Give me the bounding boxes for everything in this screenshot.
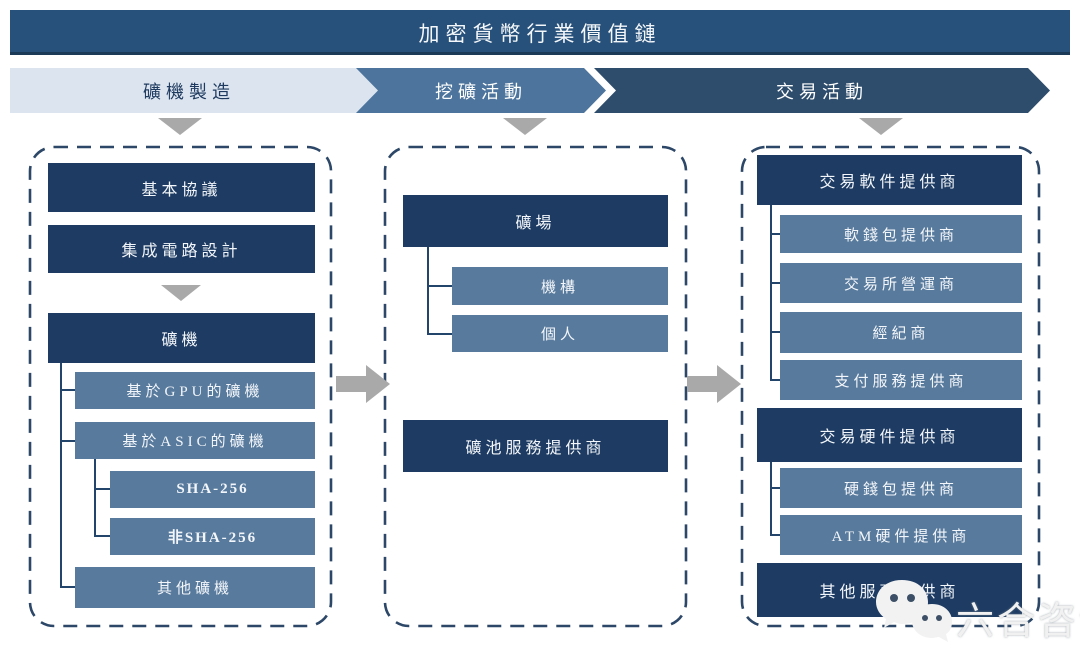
box-sha256: SHA-256 <box>110 471 315 508</box>
connector-line <box>94 535 111 537</box>
box-payment-service: 支付服務提供商 <box>780 360 1022 400</box>
box-basic-protocol: 基本協議 <box>48 163 315 212</box>
box-non-sha256: 非SHA-256 <box>110 518 315 555</box>
connector-line <box>94 488 111 490</box>
connector-line <box>60 586 76 588</box>
connector-line <box>94 459 96 537</box>
down-arrow-icon <box>161 285 201 301</box>
box-individual: 個人 <box>452 315 668 352</box>
connector-line <box>427 333 452 335</box>
page-title: 加密貨幣行業價值鏈 <box>10 10 1070 55</box>
watermark-text: 六合咨询 <box>956 601 1080 643</box>
down-arrow-icon <box>859 118 903 135</box>
connector-line <box>770 205 772 381</box>
box-ic-design: 集成電路設計 <box>48 225 315 273</box>
connector-line <box>427 285 452 287</box>
connector-line <box>60 389 76 391</box>
box-exchange-operator: 交易所營運商 <box>780 263 1022 303</box>
box-miner: 礦機 <box>48 313 315 363</box>
stage-banner-mining: 挖礦活動 <box>356 68 606 113</box>
connector-line <box>770 331 780 333</box>
connector-line <box>770 233 780 235</box>
watermark: 六合咨询 <box>872 576 1080 648</box>
connector-line <box>770 282 780 284</box>
stage-banner-manufacturing: 礦機製造 <box>10 68 384 113</box>
connector-line <box>770 379 780 381</box>
flow-arrow-icon <box>687 365 741 403</box>
wechat-icon <box>876 580 952 642</box>
box-atm-hardware: ATM硬件提供商 <box>780 515 1022 555</box>
connector-line <box>770 487 780 489</box>
down-arrow-icon <box>503 118 547 135</box>
box-asic-miner: 基於ASIC的礦機 <box>75 422 315 459</box>
box-broker: 經紀商 <box>780 312 1022 353</box>
flow-arrow-icon <box>336 365 390 403</box>
box-trading-software: 交易軟件提供商 <box>757 155 1022 205</box>
box-trading-hardware: 交易硬件提供商 <box>757 408 1022 462</box>
connector-line <box>427 247 429 335</box>
box-other-miner: 其他礦機 <box>75 567 315 608</box>
box-gpu-miner: 基於GPU的礦機 <box>75 372 315 409</box>
connector-line <box>770 462 772 536</box>
stage-banner-trading: 交易活動 <box>594 68 1050 113</box>
box-pool-service: 礦池服務提供商 <box>403 420 668 472</box>
down-arrow-icon <box>158 118 202 135</box>
box-institution: 機構 <box>452 267 668 305</box>
connector-line <box>60 440 76 442</box>
box-mining-farm: 礦場 <box>403 195 668 247</box>
connector-line <box>770 534 780 536</box>
box-soft-wallet: 軟錢包提供商 <box>780 215 1022 253</box>
box-hard-wallet: 硬錢包提供商 <box>780 468 1022 508</box>
connector-line <box>60 363 62 588</box>
